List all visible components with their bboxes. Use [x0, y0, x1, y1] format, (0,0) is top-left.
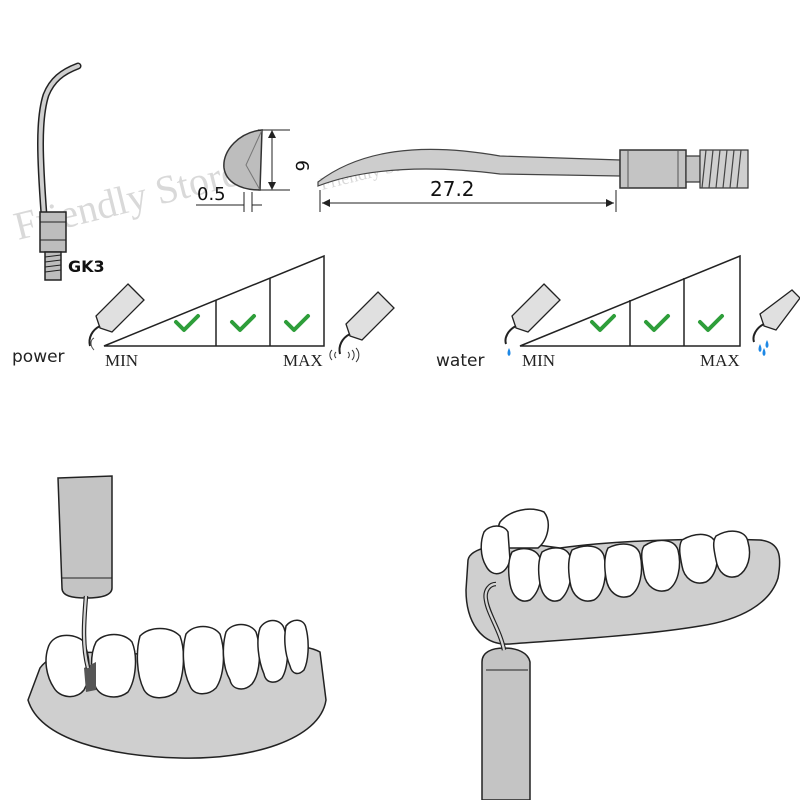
power-max-tip-icon	[329, 291, 395, 363]
water-scale	[519, 254, 741, 347]
scaler-tip-horizontal-icon	[317, 148, 749, 212]
water-drop-icon	[758, 344, 762, 352]
dimension-length-label: 27.2	[430, 177, 475, 201]
check-icon	[230, 314, 256, 332]
check-icon	[698, 314, 724, 332]
tip-cross-section	[196, 129, 290, 212]
tip-model-label: GK3	[68, 257, 105, 276]
water-min-label: MIN	[522, 351, 555, 370]
power-label: power	[12, 347, 65, 367]
water-label: water	[436, 351, 484, 371]
water-max-tip-icon	[752, 289, 800, 356]
dimension-height-label: 6	[291, 160, 312, 171]
water-min-tip-icon	[504, 283, 561, 356]
water-drop-icon	[507, 348, 511, 356]
check-icon	[590, 314, 616, 332]
power-max-label: MAX	[283, 351, 323, 370]
power-scale	[103, 254, 325, 347]
check-icon	[284, 314, 310, 332]
upper-jaw-illustration	[465, 508, 781, 800]
water-drop-icon	[762, 348, 766, 356]
power-min-tip-icon	[88, 283, 145, 351]
check-icon	[644, 314, 670, 332]
check-icon	[174, 314, 200, 332]
dimension-width-label: 0.5	[197, 184, 226, 205]
scaler-tip-vertical-icon	[37, 62, 82, 281]
water-max-label: MAX	[700, 351, 740, 370]
water-drop-icon	[765, 340, 769, 348]
power-min-label: MIN	[105, 351, 138, 370]
lower-jaw-illustration	[27, 475, 327, 759]
